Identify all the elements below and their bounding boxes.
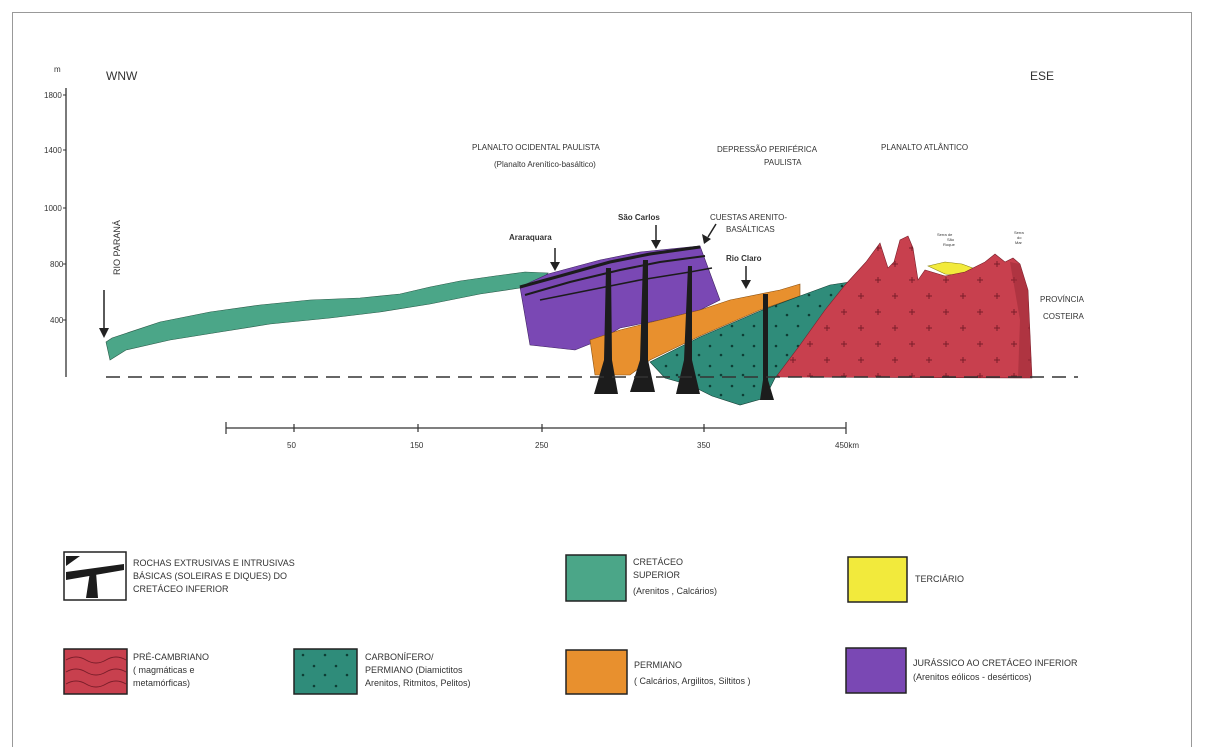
legend-terciario: TERCIÁRIO: [915, 574, 964, 584]
unit-cretaceo-superior: [105, 271, 549, 361]
legend-swatch-precambriano: [63, 648, 128, 695]
y-tick-label: 800: [50, 260, 64, 269]
legend-precambriano-line1: PRÉ-CAMBRIANO: [133, 652, 209, 662]
label-rio-claro: Rio Claro: [726, 254, 762, 263]
label-serra-do-mar-2: do: [1017, 235, 1022, 240]
y-tick-label: 1800: [44, 91, 62, 100]
legend-extrusivas-line3: CRETÁCEO INFERIOR: [133, 584, 229, 594]
distance-scale: [225, 422, 847, 434]
figure-frame: [12, 12, 1192, 747]
direction-wnw: WNW: [106, 69, 138, 83]
legend-swatch-cretaceo: [565, 554, 627, 602]
region-depressao-2: PAULISTA: [764, 158, 802, 167]
y-tick-label: 1400: [44, 146, 62, 155]
legend-precambriano-line3: metamórficas): [133, 678, 190, 688]
legend-extrusivas-line2: BÁSICAS (SOLEIRAS E DIQUES) DO: [133, 571, 287, 581]
y-axis-ticks: [63, 94, 66, 321]
label-sao-carlos: São Carlos: [618, 213, 660, 222]
legend-swatch-terciario: [847, 556, 908, 603]
legend-carbonifero-line1: CARBONÍFERO/: [365, 652, 434, 662]
legend-swatch-extrusivas: [63, 551, 127, 601]
region-depressao: DEPRESSÃO PERIFÉRICA: [717, 145, 818, 154]
direction-ese: ESE: [1030, 69, 1054, 83]
label-serra-sao-roque-3: Roque: [943, 242, 956, 247]
rio-parana-arrow: [99, 290, 109, 338]
legend-cretaceo-line3: (Arenitos , Calcários): [633, 586, 717, 596]
unit-pre-cambriano-dark: [1010, 262, 1032, 378]
scale-tick-label: 250: [535, 441, 549, 450]
scale-tick-label: 450km: [835, 441, 859, 450]
rio-claro-arrow: [741, 266, 751, 289]
sao-carlos-arrow: [651, 225, 661, 249]
unit-pre-cambriano: [775, 235, 1033, 379]
legend-permiano-line2: ( Calcários, Argilitos, Siltitos ): [634, 676, 751, 686]
legend-swatch-carbonifero: [293, 648, 358, 695]
label-araraquara: Araraquara: [509, 233, 552, 242]
region-costeira: COSTEIRA: [1043, 312, 1085, 321]
label-serra-sao-roque: Serra de: [937, 232, 953, 237]
region-planalto-ocidental: PLANALTO OCIDENTAL PAULISTA: [472, 143, 601, 152]
legend-jurassico-line2: (Arenitos eólicos - desérticos): [913, 672, 1032, 682]
y-tick-label: 400: [50, 316, 64, 325]
scale-tick-label: 150: [410, 441, 424, 450]
label-cuestas-2: BASÁLTICAS: [726, 225, 775, 234]
scale-tick-label: 350: [697, 441, 711, 450]
label-serra-sao-roque-2: São: [947, 237, 955, 242]
legend-cretaceo-line2: SUPERIOR: [633, 570, 681, 580]
legend-extrusivas-line1: ROCHAS EXTRUSIVAS E INTRUSIVAS: [133, 558, 295, 568]
legend-permiano-line1: PERMIANO: [634, 660, 682, 670]
legend-jurassico-line1: JURÁSSICO AO CRETÁCEO INFERIOR: [913, 658, 1078, 668]
region-planalto-ocidental-sub: (Planalto Arenítico-basáltico): [494, 160, 596, 169]
legend-carbonifero-line2: PERMIANO (Diamictitos: [365, 665, 463, 675]
y-tick-label: 1000: [44, 204, 62, 213]
basalt-dikes: [594, 260, 774, 400]
region-provincia: PROVÍNCIA: [1040, 295, 1085, 304]
scale-tick-label: 50: [287, 441, 296, 450]
legend-carbonifero-line3: Arenitos, Ritmitos, Pelitos): [365, 678, 471, 688]
legend-swatch-jurassico: [845, 647, 907, 694]
legend-precambriano-line2: ( magmáticas e: [133, 665, 195, 675]
basalt-sills: [519, 245, 713, 301]
label-serra-do-mar-3: Mar: [1015, 240, 1023, 245]
legend-swatch-permiano: [565, 649, 628, 695]
cuestas-arrow: [702, 223, 717, 244]
araraquara-arrow: [550, 248, 560, 271]
rio-parana-label: RIO PARANÁ: [112, 220, 122, 275]
label-cuestas: CUESTAS ARENITO-: [710, 213, 787, 222]
label-serra-do-mar: Serra: [1014, 230, 1025, 235]
unit-label: m: [54, 65, 61, 74]
legend-cretaceo-line1: CRETÁCEO: [633, 557, 683, 567]
region-planalto-atlantico: PLANALTO ATLÂNTICO: [881, 143, 968, 152]
